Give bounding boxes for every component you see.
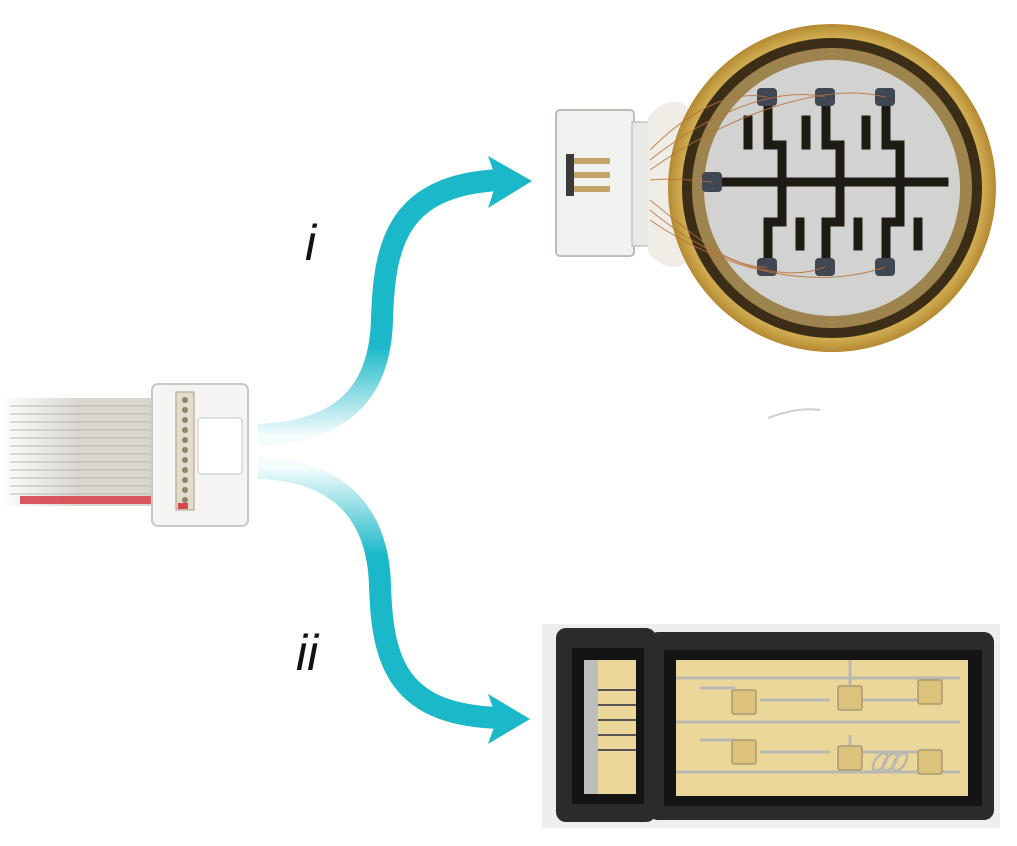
- path-label-ii: ii: [296, 625, 319, 681]
- circular-electrode-array-icon: [555, 24, 996, 419]
- path-label-i: i: [305, 215, 317, 271]
- arrow-path-ii: [257, 457, 530, 744]
- arrow-path-i: [257, 156, 532, 446]
- rectangular-chip-carrier-icon: [542, 624, 1000, 828]
- ribbon-cable-connector-icon: [0, 383, 249, 527]
